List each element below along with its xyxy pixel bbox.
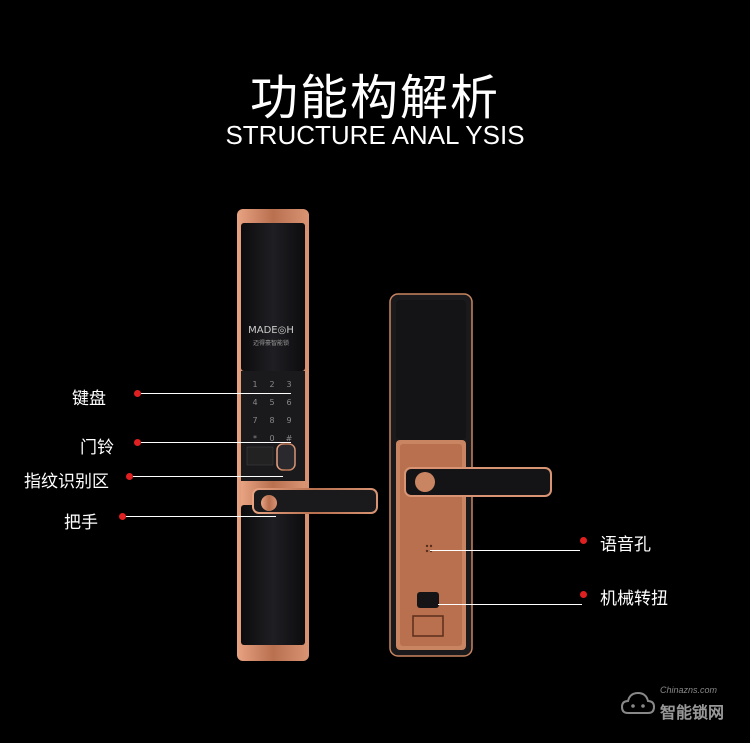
callout-knob-line bbox=[438, 604, 582, 605]
watermark-name: 智能锁网 bbox=[660, 703, 725, 722]
keypad-key: * bbox=[253, 434, 257, 443]
callout-speaker-line bbox=[430, 550, 580, 551]
back-handle bbox=[404, 467, 552, 497]
keypad-key: 8 bbox=[269, 416, 274, 425]
keypad-key: 1 bbox=[252, 380, 257, 389]
speaker-holes bbox=[425, 544, 433, 553]
watermark-site: Chinazns.com bbox=[660, 685, 718, 695]
watermark: Chinazns.com 智能锁网 bbox=[620, 681, 738, 731]
keypad-key: 5 bbox=[269, 398, 274, 407]
keypad-key: 3 bbox=[286, 380, 291, 389]
callout-fingerprint-dot bbox=[126, 473, 133, 480]
front-lock-illustration: 1 2 3 4 5 6 7 8 9 * 0 # MADE◎H 迈得豪智能锁 bbox=[237, 209, 378, 661]
callout-doorbell: 门铃 bbox=[80, 438, 114, 458]
keypad-key: 7 bbox=[252, 416, 257, 425]
callout-handle-dot bbox=[119, 513, 126, 520]
callout-speaker: 语音孔 bbox=[600, 535, 651, 555]
callout-keypad-dot bbox=[134, 390, 141, 397]
callout-keypad: 键盘 bbox=[72, 389, 106, 409]
callout-handle: 把手 bbox=[64, 513, 98, 533]
fingerprint-reader bbox=[276, 443, 296, 471]
keypad: 1 2 3 4 5 6 7 8 9 * 0 # bbox=[252, 380, 292, 443]
keypad-key: 9 bbox=[286, 416, 291, 425]
keypad-key: 0 bbox=[269, 434, 274, 443]
callout-fingerprint-line bbox=[133, 476, 283, 477]
callout-knob-dot bbox=[580, 591, 587, 598]
keypad-key: # bbox=[286, 434, 293, 443]
callout-speaker-dot bbox=[580, 537, 587, 544]
callout-doorbell-line bbox=[141, 442, 291, 443]
keypad-key: 4 bbox=[252, 398, 257, 407]
back-lock-illustration bbox=[389, 293, 552, 657]
callout-handle-line bbox=[126, 516, 276, 517]
callout-doorbell-dot bbox=[134, 439, 141, 446]
page-title: 功能构解析 bbox=[249, 70, 500, 126]
handle bbox=[252, 488, 378, 514]
keypad-key: 2 bbox=[269, 380, 274, 389]
mechanical-knob bbox=[417, 592, 439, 608]
page-subtitle: STRUCTURE ANAL YSIS bbox=[225, 120, 525, 150]
cloud-logo-icon bbox=[620, 691, 656, 714]
brand-text: MADE◎H bbox=[248, 325, 294, 336]
front-lock-top-panel bbox=[241, 223, 305, 371]
callout-keypad-line bbox=[141, 393, 291, 394]
brand-cn-text: 迈得豪智能锁 bbox=[253, 339, 289, 347]
keypad-key: 6 bbox=[286, 398, 291, 407]
callout-knob: 机械转扭 bbox=[600, 589, 668, 609]
callout-fingerprint: 指纹识别区 bbox=[24, 472, 109, 492]
